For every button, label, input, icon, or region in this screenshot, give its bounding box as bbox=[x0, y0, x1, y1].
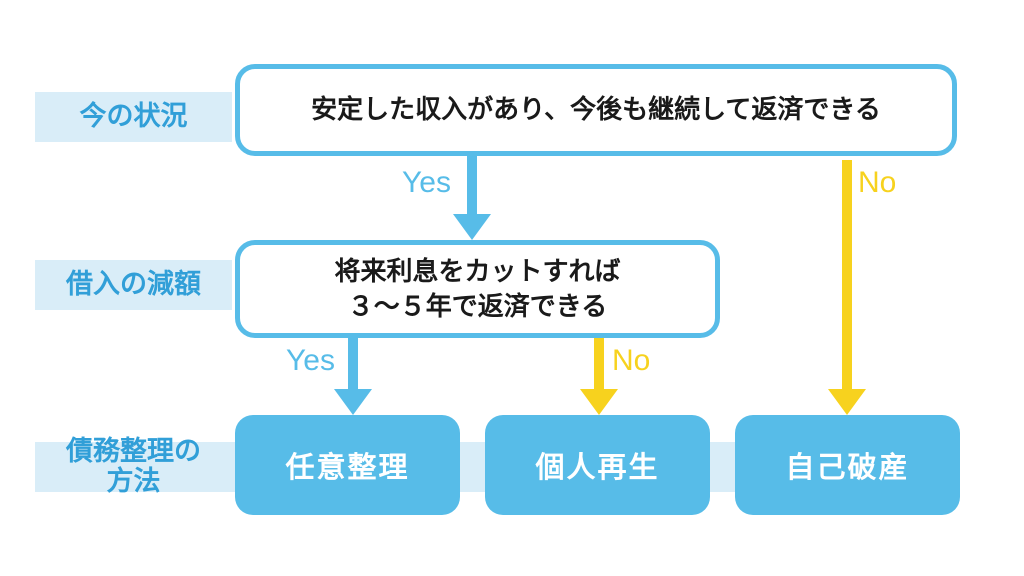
arrow-head-icon bbox=[580, 389, 618, 415]
result-box-voluntary-arrangement: 任意整理 bbox=[235, 415, 460, 515]
row-label-bar-current-situation: 今の状況 bbox=[35, 92, 232, 142]
branch-label-no-2: No bbox=[612, 344, 651, 377]
arrow-shaft bbox=[594, 338, 604, 389]
row-label-debt-reduction: 借入の減額 bbox=[66, 269, 201, 300]
row-label-bar-debt-reduction: 借入の減額 bbox=[35, 260, 232, 310]
row-label-current-situation: 今の状況 bbox=[79, 101, 188, 132]
branch-label-yes-1: Yes bbox=[402, 166, 451, 199]
result-text-individual-rehabilitation: 個人再生 bbox=[535, 452, 660, 484]
row-label-methods-wrap: 債務整理の 方法 bbox=[35, 436, 232, 495]
arrow-head-icon bbox=[453, 214, 491, 240]
condition-text-interest-cut-line2: ３〜５年で返済できる bbox=[347, 291, 608, 321]
arrow-shaft bbox=[467, 156, 477, 214]
branch-label-no-1: No bbox=[858, 166, 897, 199]
row-label-methods-line2: 方法 bbox=[106, 466, 161, 496]
row-label-methods-line1: 債務整理の bbox=[66, 436, 201, 467]
result-box-bankruptcy: 自己破産 bbox=[735, 415, 960, 515]
condition-text-interest-cut-line1: 将来利息をカットすれば bbox=[334, 255, 621, 286]
condition-box-stable-income: 安定した収入があり、今後も継続して返済できる bbox=[235, 64, 957, 156]
down-arrow-no-2-icon bbox=[580, 338, 618, 415]
arrow-head-icon bbox=[334, 389, 372, 415]
branch-label-yes-2: Yes bbox=[286, 344, 335, 377]
row-label-methods: 債務整理の 方法 bbox=[66, 436, 201, 496]
result-text-bankruptcy: 自己破産 bbox=[785, 452, 910, 484]
result-text-voluntary-arrangement: 任意整理 bbox=[285, 452, 410, 484]
arrow-head-icon bbox=[828, 389, 866, 415]
down-arrow-no-1-icon bbox=[828, 160, 866, 415]
down-arrow-yes-1-icon bbox=[453, 156, 491, 240]
arrow-shaft bbox=[842, 160, 852, 389]
condition-box-interest-cut: 将来利息をカットすれば ３〜５年で返済できる bbox=[235, 240, 720, 338]
down-arrow-yes-2-icon bbox=[334, 338, 372, 415]
result-box-individual-rehabilitation: 個人再生 bbox=[485, 415, 710, 515]
arrow-shaft bbox=[348, 338, 358, 389]
condition-text-stable-income: 安定した収入があり、今後も継続して返済できる bbox=[311, 94, 881, 125]
